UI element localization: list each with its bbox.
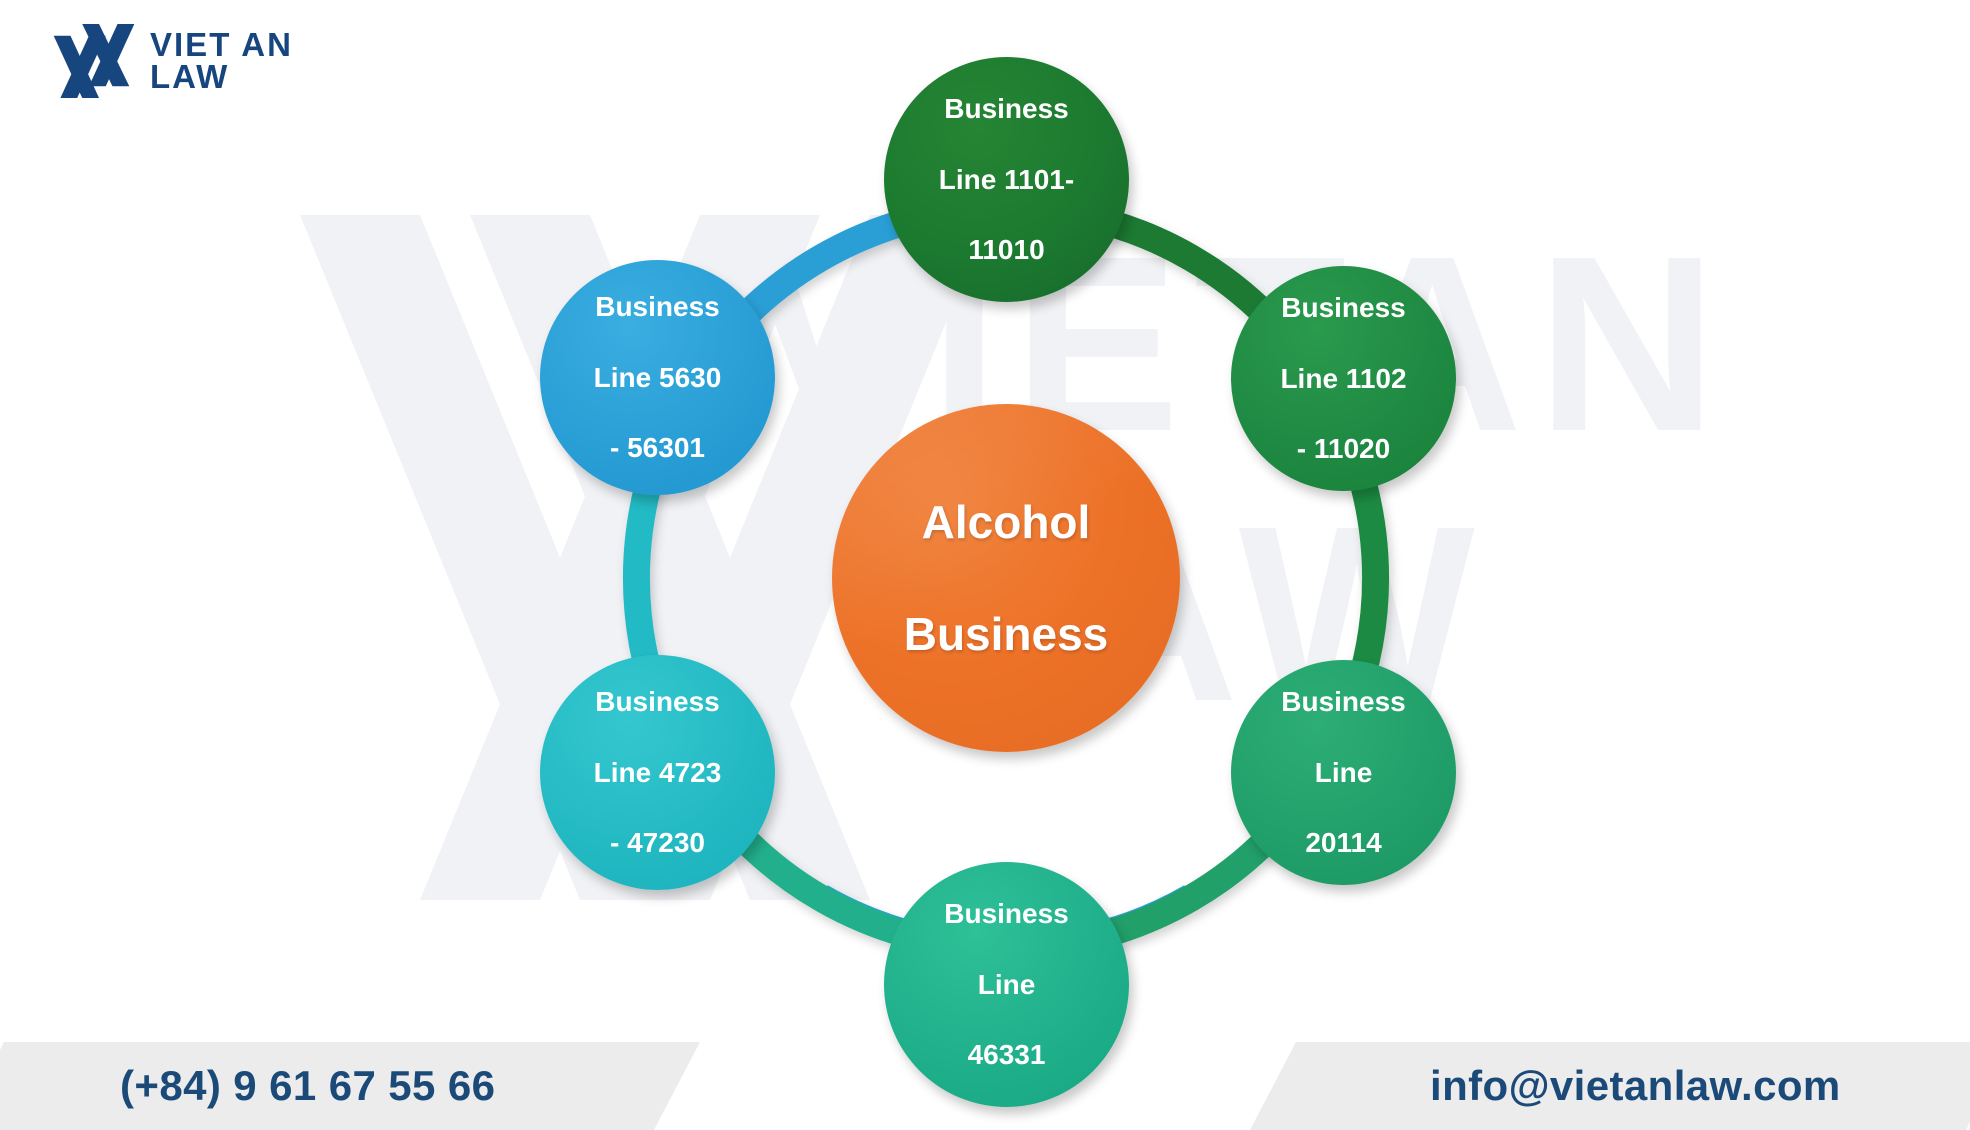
node-sw-line1: Business bbox=[595, 686, 720, 718]
brand-wordmark: VIET AN LAW bbox=[150, 26, 293, 95]
brand-wordmark-line2: LAW bbox=[150, 58, 230, 95]
node-ne-line2: Line 1102 bbox=[1280, 362, 1407, 394]
node-se-line2: Line bbox=[1314, 756, 1373, 788]
footer-phone-number[interactable]: (+84) 9 61 67 55 66 bbox=[120, 1062, 496, 1109]
node-business-line-4723-47230[interactable]: Business Line 4723 - 47230 bbox=[540, 655, 775, 890]
node-n-line3: 11010 bbox=[968, 234, 1045, 266]
node-business-line-20114[interactable]: Business Line 20114 bbox=[1231, 660, 1456, 885]
node-business-line-1102-11020[interactable]: Business Line 1102 - 11020 bbox=[1231, 266, 1456, 491]
node-se-line1: Business bbox=[1281, 686, 1406, 718]
node-s-line1: Business bbox=[944, 898, 1069, 930]
brand-logo: VIET AN LAW bbox=[52, 22, 293, 100]
footer-phone-band: (+84) 9 61 67 55 66 bbox=[0, 1042, 700, 1130]
viet-an-interlocking-x-logo-icon bbox=[53, 24, 135, 98]
node-nw-line1: Business bbox=[595, 291, 720, 323]
node-se-line3: 20114 bbox=[1305, 827, 1382, 859]
center-node-label: Alcohol Business bbox=[884, 494, 1129, 662]
node-ne-line1: Business bbox=[1281, 292, 1406, 324]
center-node-alcohol-business[interactable]: Alcohol Business bbox=[832, 404, 1180, 752]
node-se-label: Business Line 20114 bbox=[1261, 684, 1426, 860]
center-node-line1: Alcohol bbox=[921, 495, 1091, 548]
center-node-line2: Business bbox=[903, 608, 1109, 661]
node-n-line1: Business bbox=[944, 93, 1069, 125]
brand-wordmark-line1: VIET AN bbox=[150, 26, 293, 63]
footer-email-band: info@vietanlaw.com bbox=[1250, 1042, 1970, 1130]
node-s-line3: 46331 bbox=[967, 1039, 1046, 1071]
node-business-line-46331[interactable]: Business Line 46331 bbox=[884, 862, 1129, 1107]
node-s-label: Business Line 46331 bbox=[924, 896, 1089, 1072]
node-nw-line3: - 56301 bbox=[610, 432, 705, 464]
node-s-line2: Line bbox=[977, 968, 1036, 1000]
node-sw-line2: Line 4723 bbox=[593, 756, 722, 788]
node-nw-line2: Line 5630 bbox=[593, 361, 722, 393]
node-business-line-5630-56301[interactable]: Business Line 5630 - 56301 bbox=[540, 260, 775, 495]
node-business-line-1101-11010[interactable]: Business Line 1101- 11010 bbox=[884, 57, 1129, 302]
node-ne-label: Business Line 1102 - 11020 bbox=[1260, 290, 1426, 466]
node-nw-label: Business Line 5630 - 56301 bbox=[574, 289, 742, 465]
footer-email-address[interactable]: info@vietanlaw.com bbox=[1430, 1062, 1841, 1109]
node-sw-label: Business Line 4723 - 47230 bbox=[574, 684, 742, 860]
node-ne-line3: - 11020 bbox=[1296, 433, 1391, 465]
node-n-line2: Line 1101- bbox=[938, 163, 1075, 195]
node-sw-line3: - 47230 bbox=[610, 827, 705, 859]
node-n-label: Business Line 1101- 11010 bbox=[919, 91, 1094, 267]
